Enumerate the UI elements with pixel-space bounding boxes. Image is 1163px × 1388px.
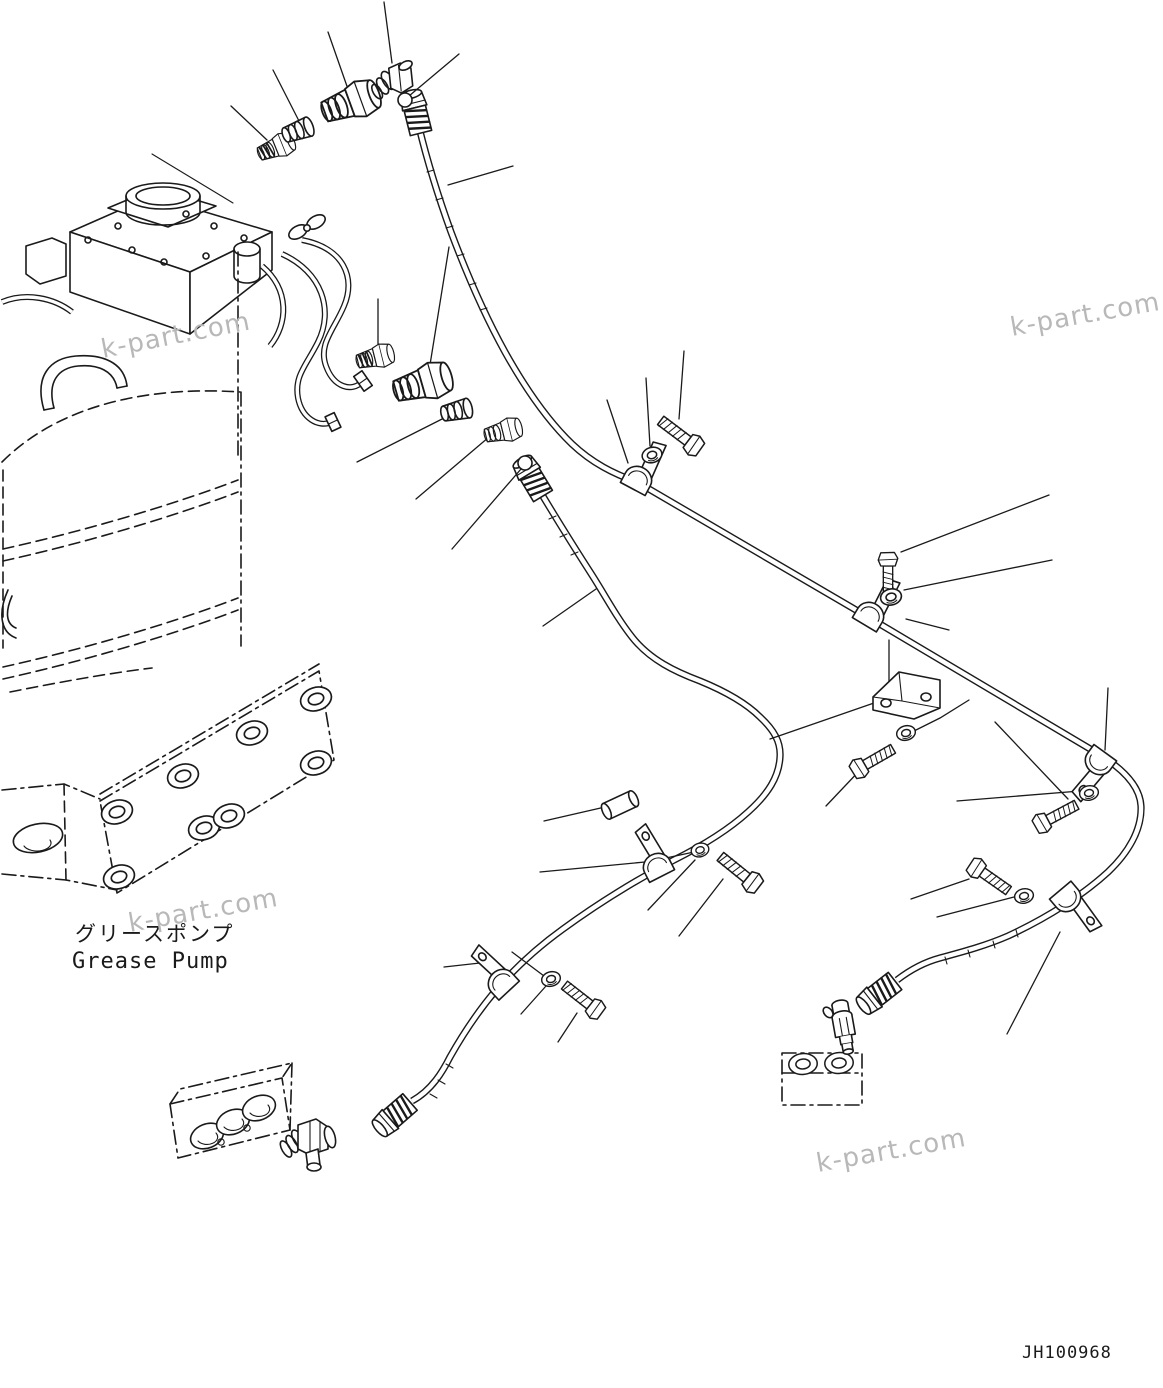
grease-drum	[1, 354, 242, 693]
mounting-plate	[1, 663, 336, 894]
hex-fitting-icon	[354, 341, 397, 373]
figure-label-en: Grease Pump	[72, 949, 229, 974]
grommet-icon	[296, 746, 336, 780]
hex-fitting-icon	[315, 73, 387, 131]
hex-fitting-icon	[480, 414, 526, 448]
grommet-icon	[823, 1050, 855, 1076]
fasteners-and-fittings	[254, 59, 1101, 1172]
elbow-fitting-icon	[370, 59, 414, 100]
clamps	[461, 433, 1118, 1001]
watermark-text: k-part.com	[814, 1123, 968, 1179]
elbow-fitting-icon	[822, 999, 857, 1055]
threaded-plug-icon	[278, 114, 317, 147]
threaded-plug-icon	[438, 396, 476, 425]
drawing-number: JH100968	[1022, 1343, 1112, 1363]
bolt-icon	[1029, 794, 1083, 837]
grommet-icon	[232, 716, 272, 750]
grommet-icon	[787, 1051, 819, 1077]
leader-lines	[230, 1, 1109, 1043]
washer-icon	[894, 722, 918, 744]
bolt-icon	[963, 854, 1016, 900]
spacer-sleeve-icon	[598, 788, 642, 822]
drum-handle-icon	[1, 589, 17, 639]
washer-icon	[1012, 886, 1036, 906]
hose-2	[367, 450, 784, 1142]
clamp-bracket-icon	[872, 671, 941, 720]
drum-handle-icon	[40, 354, 128, 411]
grommet-icon	[99, 860, 139, 894]
hex-fitting-icon	[387, 356, 458, 411]
grease-pump-assembly	[0, 153, 374, 461]
hose-1	[397, 86, 1145, 1020]
figure-label-ja: グリースポンプ	[75, 922, 234, 946]
grommet-icon	[163, 759, 203, 793]
o-ring-icon	[397, 92, 413, 108]
hose-clamp-icon	[624, 820, 676, 884]
port-icon	[241, 1094, 277, 1122]
o-ring-icon	[517, 455, 533, 471]
grommet-icon	[296, 682, 336, 716]
hose-crimp-icon	[367, 1091, 420, 1142]
bolt-icon	[846, 739, 899, 782]
elbow-fitting-icon	[279, 1118, 337, 1172]
bolt-icon	[557, 976, 609, 1023]
manifold-block	[169, 1062, 293, 1159]
bolt-icon	[712, 847, 767, 897]
hose-crimp-icon	[851, 969, 904, 1020]
labels: グリースポンプ Grease Pump JH100968	[72, 922, 1112, 1363]
washer-icon	[539, 968, 563, 990]
watermark-text: k-part.com	[1008, 287, 1162, 343]
port-plate	[781, 1050, 863, 1106]
hose-clamp-icon	[619, 433, 672, 497]
